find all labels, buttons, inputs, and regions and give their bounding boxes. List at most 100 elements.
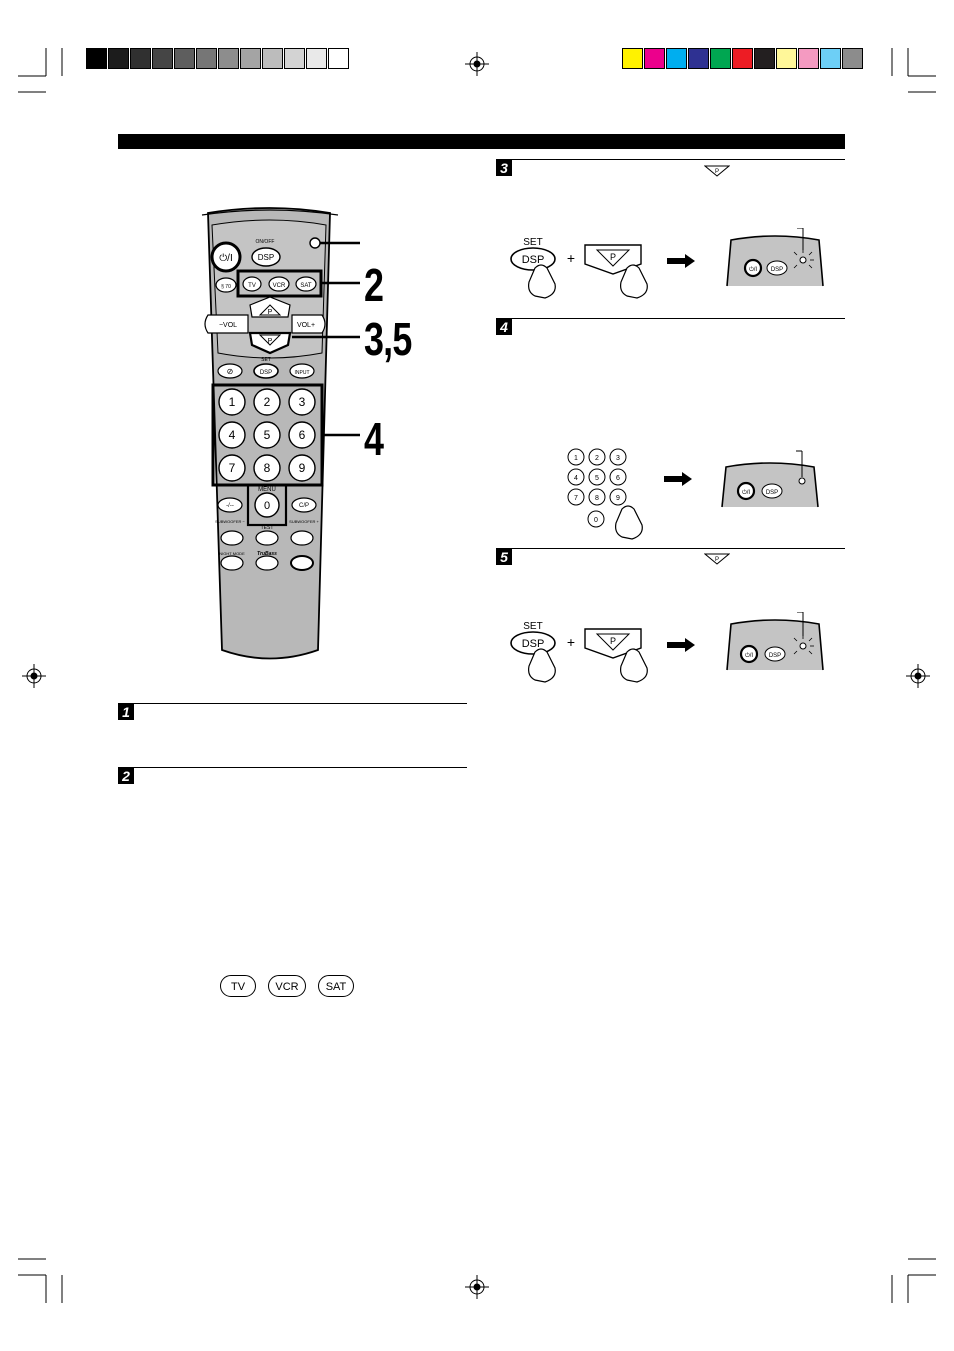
keypad-digit-label: 4 [574,475,578,482]
color-swatch [240,48,261,69]
p-down-icon-inline: P [704,165,730,177]
step-3-illustration: SET DSP + P ⏻/I DSP [510,228,824,299]
digit-button-1 [218,388,246,416]
svg-text:P: P [715,169,719,175]
keypad-digit-label: 3 [616,455,620,462]
keypad-digit-label: 7 [574,495,578,502]
color-swatch [622,48,643,69]
sat-button [295,276,317,292]
digit-label: 1 [229,395,236,409]
digit-label: 4 [229,428,236,442]
digit-button-5 [253,421,281,449]
color-swatch [666,48,687,69]
keypad-digit-label: 0 [594,517,598,524]
color-swatch [776,48,797,69]
keypad-digit-label: 6 [616,475,620,482]
tv-button [242,276,262,292]
remote-control-illustration: ⏻/I ON/OFF DSP § 70 TV VCR SAT P −VOL VO… [201,207,360,660]
color-swatch [732,48,753,69]
dsp-button [251,247,281,267]
digit-button-2 [253,388,281,416]
registration-mark-left [22,664,46,688]
svg-text:INPUT: INPUT [295,370,310,376]
svg-text:DSP: DSP [766,490,778,496]
svg-text:+: + [567,634,575,650]
keypad-digit-5 [588,468,606,486]
svg-text:⏻/I: ⏻/I [745,652,753,659]
callout-4: 4 [364,413,384,465]
color-swatch [108,48,129,69]
color-swatch [218,48,239,69]
svg-text:0: 0 [264,500,270,512]
color-swatch [86,48,107,69]
sat-button-illustration: SAT [318,975,354,997]
digit-label: 8 [264,461,271,475]
power-button [210,241,242,273]
section-header-bar [118,134,845,149]
svg-text:+: + [567,250,575,266]
keypad-digit-3 [609,448,627,466]
p-down-button [248,331,292,355]
svg-text:⊘: ⊘ [227,367,234,376]
step-5-header: 5 [496,548,845,567]
svg-text:NIGHT MODE: NIGHT MODE [219,551,245,556]
svg-text:DSP: DSP [260,370,272,376]
svg-text:SET: SET [523,621,542,632]
tv-button-illustration: TV [220,975,256,997]
digit-button-3 [288,388,316,416]
keypad-digit-8 [588,488,606,506]
svg-text:P: P [610,636,616,646]
keypad-digit-label: 8 [595,495,599,502]
svg-text:⏻/I: ⏻/I [749,266,757,273]
svg-text:C/P: C/P [299,503,309,509]
color-swatch [644,48,665,69]
digit-label: 2 [264,395,271,409]
indicator-light [309,237,321,249]
svg-text:TEST: TEST [261,525,274,531]
svg-text:MENU: MENU [258,487,276,493]
digit-label: 3 [299,395,306,409]
digit-label: 5 [264,428,271,442]
svg-text:P: P [610,252,616,262]
color-swatch [262,48,283,69]
step-5-illustration: SET DSP + P ⏻/I DSP [510,612,824,683]
color-swatch [710,48,731,69]
digit-button-7 [218,454,246,482]
keypad-digit-7 [567,488,585,506]
svg-text:DSP: DSP [522,638,545,650]
digit-label: 6 [299,428,306,442]
svg-text:ON/OFF: ON/OFF [256,239,275,245]
svg-text:P: P [268,338,273,345]
svg-text:-/--: -/-- [226,503,234,509]
p-down-icon-inline: P [704,553,730,565]
color-swatch [798,48,819,69]
svg-text:SUBWOOFER +: SUBWOOFER + [289,519,319,524]
digit-label: 7 [229,461,236,475]
registration-mark-top [465,52,489,76]
svg-text:§ 70: § 70 [221,284,231,290]
svg-text:DSP: DSP [258,253,274,262]
digit-label: 9 [299,461,306,475]
color-swatch [174,48,195,69]
color-swatch [688,48,709,69]
color-swatch [196,48,217,69]
svg-text:SAT: SAT [300,283,312,289]
keypad-digit-1 [567,448,585,466]
svg-text:DSP: DSP [522,254,545,266]
keypad-digit-2 [588,448,606,466]
step-3-header: 3 [496,159,845,178]
digit-button-9 [288,454,316,482]
color-swatch [306,48,327,69]
callout-3-5: 3,5 [364,313,412,365]
power-label: ⏻/I [219,253,232,264]
step-1-header: 1 [118,703,467,722]
registration-mark-right [906,664,930,688]
vcr-button-illustration: VCR [268,975,306,997]
color-swatch [284,48,305,69]
keypad-digit-label: 1 [574,455,578,462]
keypad-digit-6 [609,468,627,486]
svg-text:TV: TV [248,283,256,289]
digit-button-4 [218,421,246,449]
svg-text:DSP: DSP [769,653,781,659]
